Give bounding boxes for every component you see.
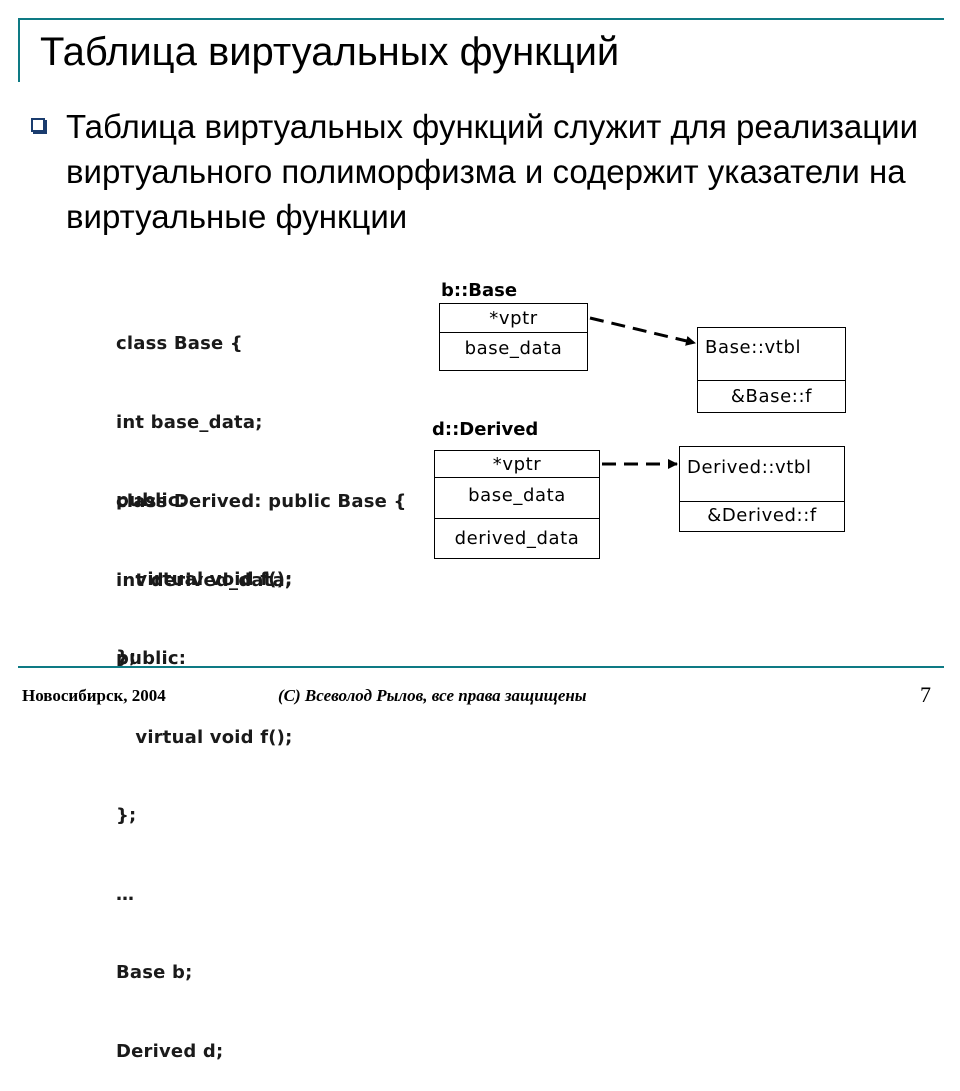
row-divider	[680, 501, 844, 502]
row-divider	[435, 518, 599, 519]
base-vptr-arrow	[589, 316, 696, 346]
derived-object-table: *vptr base_data derived_data	[434, 450, 600, 559]
slide-title: Таблица виртуальных функций	[40, 30, 620, 74]
code-line: …	[116, 883, 135, 905]
footer-copyright: (С) Всеволод Рылов, все права защищены	[278, 686, 587, 705]
bullet-text: Таблица виртуальных функций служит для р…	[66, 108, 919, 235]
code-line: virtual void f();	[116, 568, 293, 590]
base-vtbl-title: Base::vtbl	[705, 337, 802, 358]
code-line: class Derived: public Base {	[116, 491, 407, 512]
base-f-entry: &Base::f	[730, 386, 813, 407]
code-line: public:	[116, 490, 187, 511]
code-block-base: class Base { int base_data; public: virt…	[116, 279, 293, 698]
base-object-table: *vptr base_data	[439, 303, 588, 371]
base-vtbl-table: Base::vtbl &Base::f	[697, 327, 846, 413]
vptr-field: *vptr	[489, 308, 538, 329]
code-line: int base_data;	[116, 411, 263, 433]
footer-rule	[18, 666, 944, 668]
base-data-field: base_data	[468, 485, 566, 506]
derived-object-label: d::Derived	[432, 419, 539, 440]
page-number: 7	[920, 682, 931, 707]
base-data-field: base_data	[464, 338, 563, 359]
base-object-label: b::Base	[441, 280, 518, 301]
header-left-rule	[18, 18, 20, 82]
derived-data-field: derived_data	[454, 528, 580, 549]
code-block-derived: class Derived: public Base { int derived…	[116, 437, 407, 1091]
row-divider	[440, 332, 587, 333]
code-line: Base b;	[116, 962, 193, 983]
derived-f-entry: &Derived::f	[707, 505, 817, 526]
code-line: virtual void f();	[116, 726, 293, 748]
code-line: class Base {	[116, 333, 243, 354]
row-divider	[435, 477, 599, 478]
row-divider	[698, 380, 845, 381]
code-line: };	[116, 805, 137, 826]
footer-city: Новосибирск, 2004	[22, 686, 166, 705]
code-line: int derived_data;	[116, 569, 293, 591]
checkbox-bullet-icon	[31, 118, 45, 132]
header-rule	[18, 18, 944, 20]
code-line: Derived d;	[116, 1040, 224, 1062]
code-line: };	[116, 647, 137, 668]
derived-vtbl-title: Derived::vtbl	[687, 457, 812, 478]
vptr-field: *vptr	[492, 454, 542, 475]
derived-vtbl-table: Derived::vtbl &Derived::f	[679, 446, 845, 532]
code-line: public:	[116, 648, 187, 669]
